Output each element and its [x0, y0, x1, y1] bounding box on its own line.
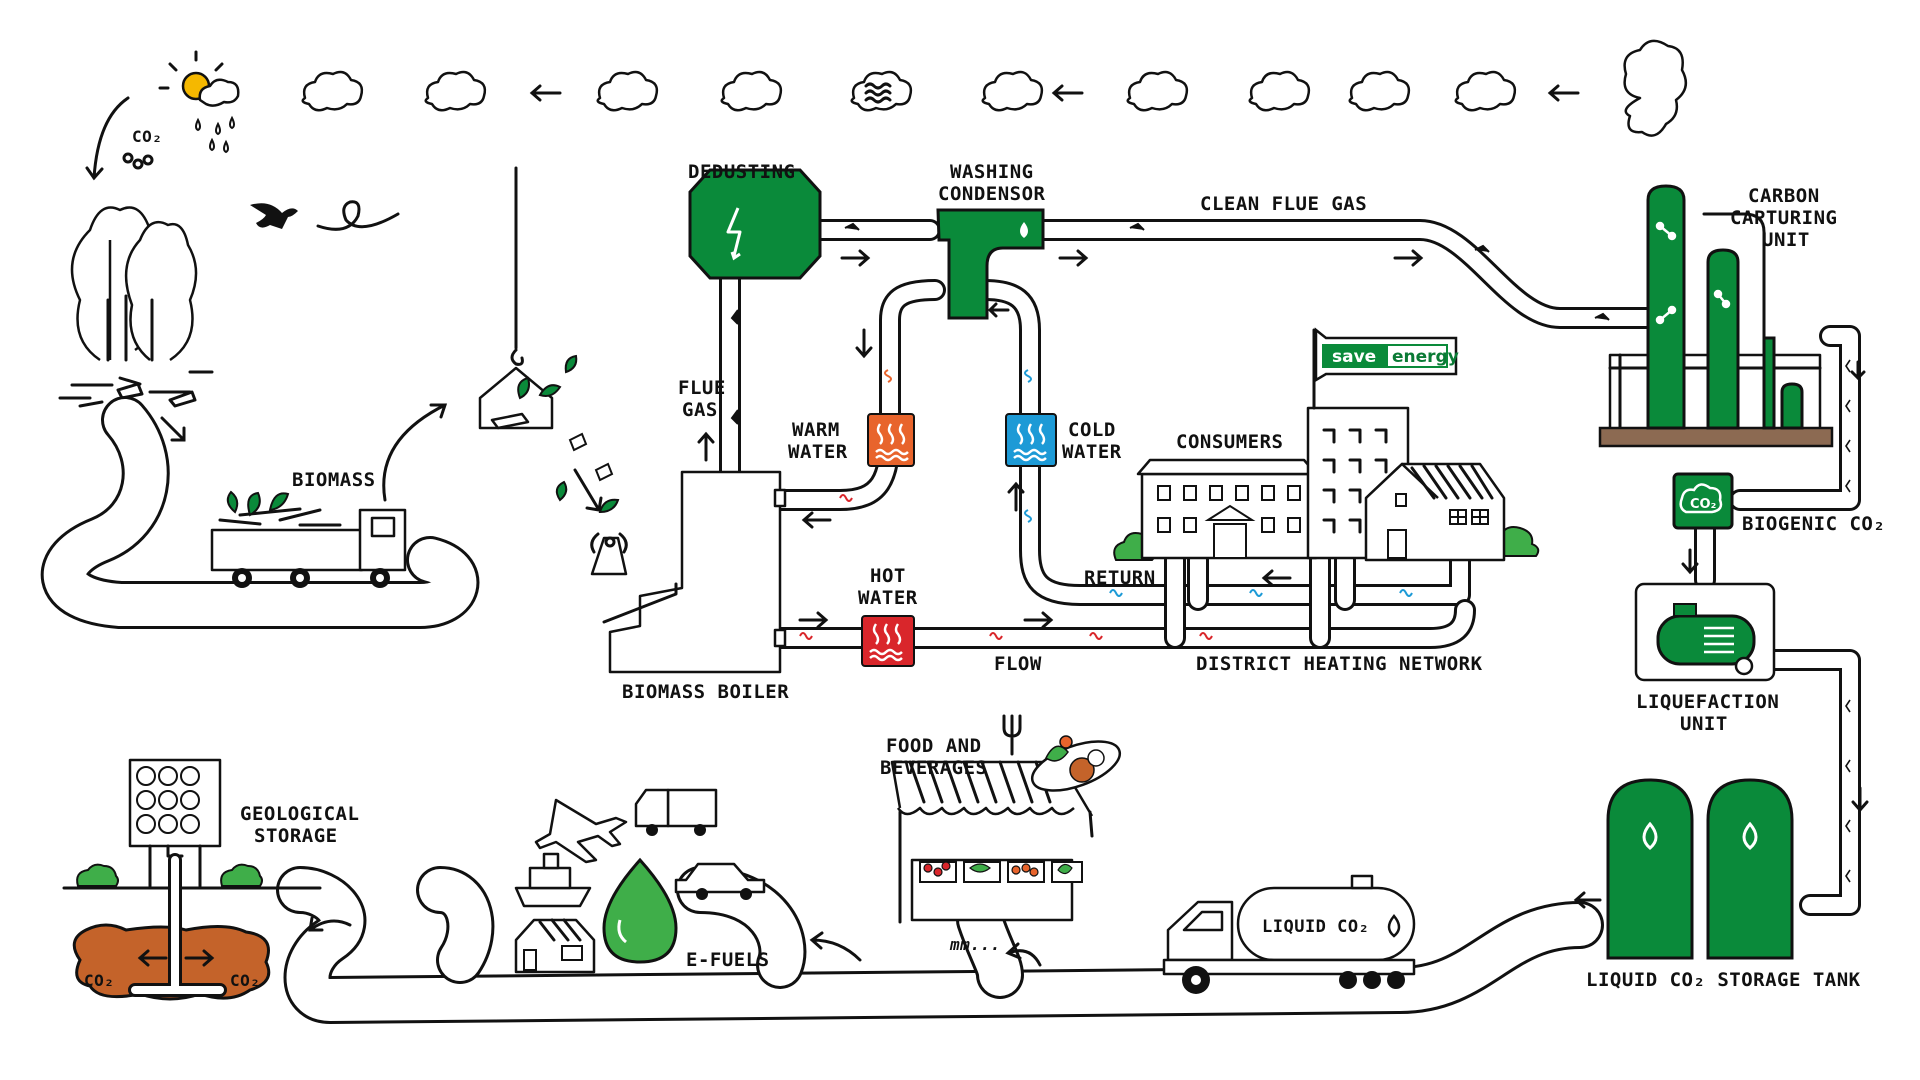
carbon-capturing-label-1: CARBON [1748, 185, 1820, 207]
warm-water-label-1: WARM [792, 419, 840, 441]
return-label: RETURN [1084, 567, 1156, 589]
liquid-co2-label: LIQUID CO₂ [1262, 917, 1369, 937]
curved-arrow-icon [85, 96, 130, 181]
pipe-molecule-icon [730, 222, 1610, 425]
falling-biomass-icon [568, 432, 614, 482]
left-arrow-icon [529, 84, 1580, 102]
warm-wave-marks [884, 369, 892, 383]
dedusting-unit [688, 168, 822, 280]
co2-badge-label: CO₂ [1690, 497, 1716, 512]
flue-gas-label-2: GAS [682, 399, 718, 421]
flag-energy-label: energy [1392, 347, 1459, 367]
cold-water-label-1: COLD [1068, 419, 1116, 441]
hot-wave-marks [799, 494, 1213, 640]
district-heating-network-label: DISTRICT HEATING NETWORK [1196, 653, 1483, 675]
leaf-icon [555, 480, 620, 514]
washing-condensor-label-2: CONDENSOR [938, 183, 1046, 205]
efuels-icons [514, 788, 766, 974]
carbon-capturing-label-2: CAPTURING [1730, 207, 1837, 229]
hot-water-exchanger [861, 615, 915, 667]
trees-icon [58, 206, 214, 408]
warm-water-exchanger [867, 413, 915, 467]
hot-water-label-1: HOT [870, 565, 906, 587]
curved-arrow-icon [382, 403, 448, 502]
liquid-co2-storage-tank-label: LIQUID CO₂ STORAGE TANK [1586, 969, 1861, 991]
curved-arrow-icon [573, 468, 603, 512]
cloud-row [301, 70, 1580, 112]
warm-water-label-2: WATER [788, 441, 848, 463]
flue-gas-label-1: FLUE [678, 377, 726, 399]
clean-flue-gas-label: CLEAN FLUE GAS [1200, 193, 1367, 215]
washing-condensor-unit [936, 208, 1045, 320]
road-arrow-icon [160, 416, 1602, 967]
market-sign-label: mm... [949, 935, 1001, 954]
liquefaction-unit [1634, 582, 1776, 682]
sun-cloud-icon [158, 50, 240, 154]
biomass-label: BIOMASS [292, 469, 376, 491]
market-stall-icon [890, 714, 1122, 924]
carbon-capturing-label-3: UNIT [1762, 229, 1810, 251]
liquefaction-label-2: UNIT [1680, 713, 1728, 735]
food-label-2: BEVERAGES [880, 757, 987, 779]
dedusting-label: DEDUSTING [688, 161, 795, 183]
flow-arrow-icon [697, 249, 1869, 813]
food-label-1: FOOD AND [886, 735, 982, 757]
carbon-capture-unit [1598, 39, 1834, 448]
road [40, 396, 1604, 1024]
pipes [719, 219, 1861, 916]
cloud-icon [301, 70, 1517, 112]
cold-wave-marks [1024, 369, 1413, 597]
flow-label: FLOW [994, 653, 1042, 675]
geological-label-2: STORAGE [254, 825, 338, 847]
cold-water-exchanger [1005, 413, 1057, 467]
co2-left-label: CO₂ [84, 971, 114, 990]
cloud-squiggle [864, 82, 892, 104]
cold-water-label-2: WATER [1062, 441, 1122, 463]
geological-storage [62, 758, 322, 1001]
co2-flow-dots-icon [1845, 359, 1851, 883]
storage-tanks [1606, 778, 1794, 960]
biomass-boiler [590, 470, 787, 674]
bird-icon [250, 200, 400, 231]
geological-label-1: GEOLOGICAL [240, 803, 359, 825]
biomass-boiler-label: BIOMASS BOILER [622, 681, 789, 703]
co2-sky-label: CO₂ [132, 127, 162, 146]
consumers-label: CONSUMERS [1176, 431, 1283, 453]
liquefaction-label-1: LIQUEFACTION [1636, 691, 1779, 713]
biomass-truck-icon [210, 490, 407, 588]
biogenic-co2-label: BIOGENIC CO₂ [1742, 513, 1885, 535]
tanker-truck-icon [1162, 874, 1416, 994]
efuels-label: E-FUELS [686, 949, 770, 971]
crane-basket-icon [478, 166, 578, 430]
consumer-buildings [1113, 327, 1540, 562]
biogenic-co2-badge [1672, 472, 1734, 530]
washing-condensor-label-1: WASHING [950, 161, 1034, 183]
molecule-icon [122, 152, 154, 170]
hot-water-label-2: WATER [858, 587, 918, 609]
co2-right-label: CO₂ [230, 971, 260, 990]
flag-save-label: save [1332, 347, 1376, 367]
